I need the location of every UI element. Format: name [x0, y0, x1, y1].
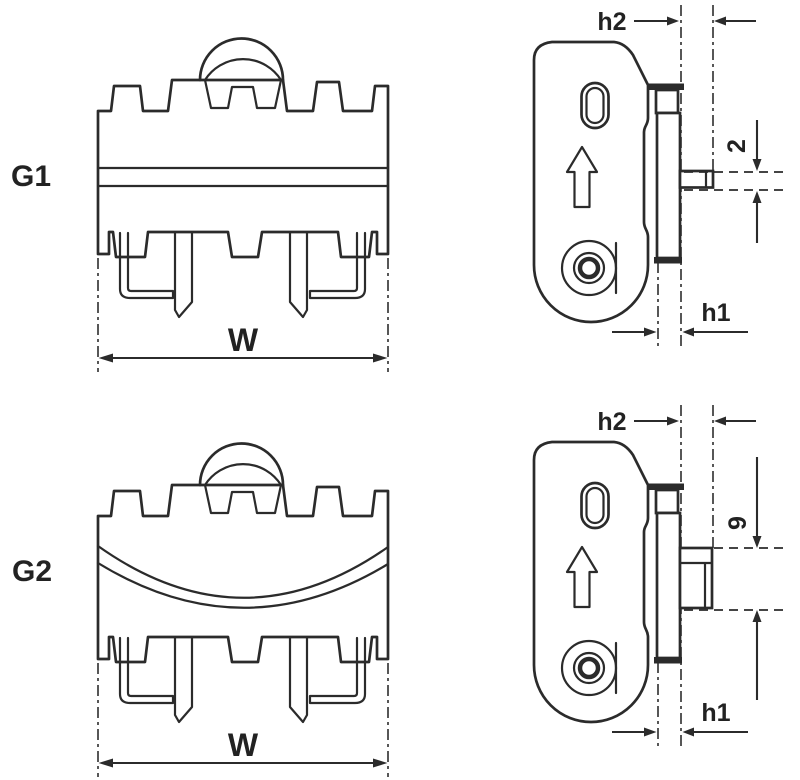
g1-h2-arrows [632, 15, 758, 27]
g1-h2-label: h2 [597, 8, 626, 36]
g2-h2-label: h2 [597, 408, 626, 436]
g1-tab [678, 169, 715, 189]
g1-side-view: h2 2 h1 [534, 5, 788, 348]
g1-tab-extension-lines [684, 171, 788, 191]
g1-h1-arrows [610, 326, 750, 338]
g2-tab-extension-lines [684, 547, 788, 611]
g2-side-view: h2 9 h1 [534, 405, 788, 748]
g2-link-body [96, 442, 390, 724]
g1-front-view: W [96, 37, 390, 374]
g2-h2-arrows [632, 415, 758, 427]
g2-front-view: W [96, 442, 390, 779]
g2-width-label: W [228, 727, 259, 763]
g2-curved-joint-lines [96, 544, 390, 609]
g1-h1-label: h1 [701, 299, 730, 327]
g2-h1-label: h1 [701, 699, 730, 727]
g2-h1-arrows [610, 726, 750, 738]
g2-side-plate [534, 442, 648, 722]
g2-tab-height-label: 9 [724, 516, 752, 530]
g1-straight-joint-lines [96, 166, 390, 188]
g1-width-label: W [228, 322, 259, 358]
g1-link-body [96, 37, 390, 319]
g1-variant-label: G1 [11, 160, 51, 193]
g2-tab [678, 546, 714, 610]
g2-variant-label: G2 [12, 555, 52, 588]
g1-side-plate [534, 42, 648, 322]
g2-flange [646, 482, 686, 665]
g1-tab-thickness-label: 2 [723, 139, 751, 153]
g1-flange [646, 82, 686, 265]
